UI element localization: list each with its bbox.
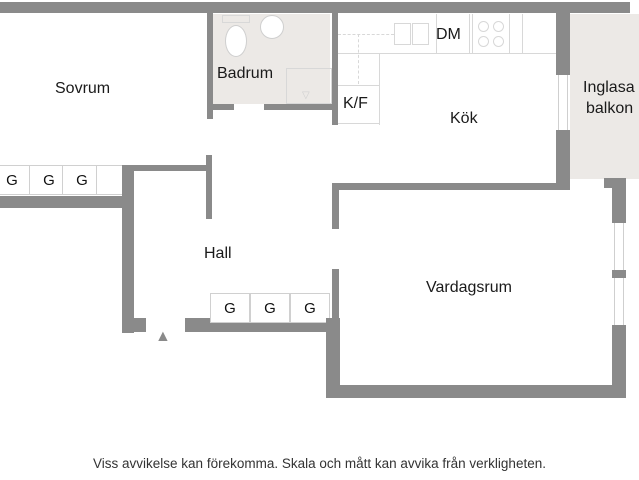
appliance-label-dm: DM (436, 26, 461, 43)
wall-hall-top (128, 165, 208, 171)
wall-kok-right-lower (556, 130, 570, 188)
stove-box (472, 14, 510, 54)
wall-hall-left (122, 165, 134, 333)
wardrobe-hall-1: G (210, 293, 250, 323)
dm-box (436, 14, 470, 54)
washbasin-icon (260, 15, 284, 39)
upper-cabinet-line (338, 34, 394, 35)
shower-area (286, 68, 332, 104)
wall-badrum-bottom-right (264, 104, 334, 110)
sink-fixture (222, 15, 250, 23)
stove-burner-icon (478, 21, 489, 32)
wall-vardagsrum-right-mid (612, 270, 626, 278)
shower-drain-icon: ▽ (302, 90, 310, 101)
room-label-sovrum: Sovrum (55, 80, 111, 97)
wall-vardagsrum-left-base (326, 318, 340, 398)
wall-vardagsrum-bottom (326, 385, 626, 398)
wall-vardagsrum-left-lower (332, 269, 339, 329)
window-vardagsrum-2 (614, 278, 624, 325)
wall-badrum-left (207, 13, 213, 119)
wall-hall-bottom-left (122, 318, 146, 332)
wall-balkong-corner (604, 178, 626, 188)
wall-vardagsrum-right-top (612, 178, 626, 223)
sink-double-icon-2 (412, 23, 429, 45)
wall-hall-stub (206, 155, 212, 219)
wall-badrum-bottom-left (207, 104, 234, 110)
wardrobe-hall-3: G (290, 293, 330, 323)
room-label-vardagsrum: Vardagsrum (426, 279, 512, 296)
toilet-icon (225, 25, 247, 57)
upper-cabinet-line-v (358, 34, 359, 84)
wall-sovrum-bottom (0, 196, 130, 208)
wardrobe-sovrum-1: G (0, 165, 32, 195)
stove-burner-icon (478, 36, 489, 47)
window-vardagsrum-1 (614, 223, 624, 270)
wall-vardagsrum-left-upper (332, 183, 339, 229)
room-label-kok: Kök (450, 110, 478, 127)
room-label-balkong-line1: Inglasa (583, 79, 635, 96)
wall-badrum-right (332, 13, 338, 125)
floor-plan: ▽ G G G ▲ G G G Sovrum Badrum DM K/F Kök (0, 2, 639, 398)
wardrobe-hall-2: G (250, 293, 290, 323)
sink-double-icon (394, 23, 411, 45)
room-label-balkong-line2: balkon (586, 100, 634, 117)
kf-box (338, 85, 380, 125)
stove-burner-icon (493, 36, 504, 47)
wall-vardagsrum-top (332, 183, 570, 190)
wall-vardagsrum-right-bottom (612, 325, 626, 398)
wall-top (0, 2, 630, 13)
balkong-floor (570, 14, 639, 179)
wardrobe-sovrum-3: G (62, 165, 102, 195)
appliance-label-kf: K/F (343, 95, 368, 112)
window-kok-balkong (558, 75, 568, 130)
kitchen-counter-top (338, 14, 556, 54)
fridge-slot (513, 14, 523, 54)
entrance-arrow-icon: ▲ (155, 328, 171, 345)
disclaimer-text: Viss avvikelse kan förekomma. Skala och … (93, 456, 546, 471)
room-label-hall: Hall (204, 245, 232, 262)
wall-kok-right-upper (556, 13, 570, 75)
room-label-badrum: Badrum (217, 65, 274, 82)
stove-burner-icon (493, 21, 504, 32)
